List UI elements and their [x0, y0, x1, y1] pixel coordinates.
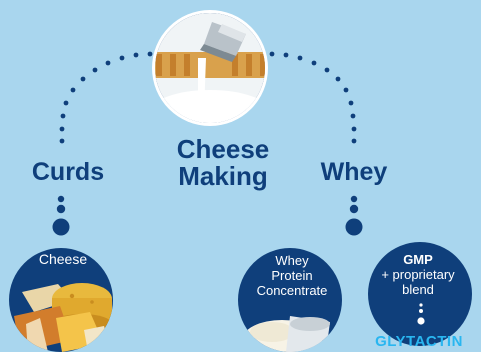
cheese-making-label: Cheese Making [176, 134, 270, 191]
cheese-photo [14, 283, 112, 352]
curds-connector [59, 51, 153, 144]
whey-connector [269, 51, 357, 144]
whey-stem [345, 195, 363, 236]
milk-pour-photo [152, 10, 268, 126]
wpc-line-1: Whey [275, 253, 309, 268]
whey-label: Whey [320, 158, 388, 186]
wpc-label: Whey Protein Concentrate [243, 253, 341, 298]
gmp-subtitle: + proprietary blend [381, 267, 455, 297]
gmp-circle [368, 242, 472, 346]
wpc-line-2: Protein [271, 268, 313, 283]
gmp-title: GMP [403, 252, 433, 267]
glytactin-brand: GLYTACTIN [375, 333, 463, 350]
curds-stem [52, 195, 70, 236]
cheese-label: Cheese [38, 251, 88, 267]
wpc-circle [238, 248, 342, 352]
wpc-line-3: Concentrate [256, 283, 328, 298]
gmp-dots [417, 303, 425, 325]
gmp-label: GMP + proprietary blend [372, 252, 464, 297]
curds-label: Curds [31, 158, 105, 186]
